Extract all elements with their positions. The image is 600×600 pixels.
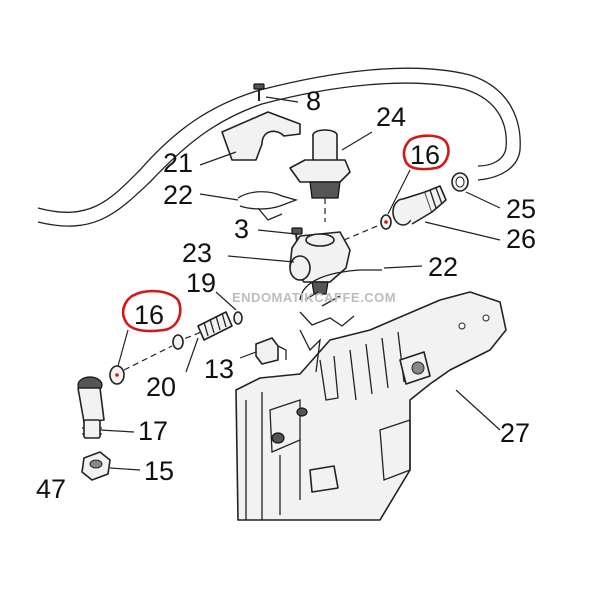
callout-16-left: 16 xyxy=(134,300,164,330)
part-16-oring-top xyxy=(343,169,411,241)
part-16-oring-left xyxy=(109,329,173,385)
callout-15: 15 xyxy=(144,456,174,486)
part-22-clip-top xyxy=(199,191,299,221)
highlight-ring-top xyxy=(402,134,450,171)
callout-16-top: 16 xyxy=(410,140,440,170)
part-15-nut xyxy=(81,451,141,481)
callout-25: 25 xyxy=(506,194,536,224)
callout-47: 47 xyxy=(36,474,66,504)
part-26-fitting xyxy=(392,185,501,241)
callout-19: 19 xyxy=(186,268,216,298)
callout-22-right: 22 xyxy=(428,252,458,282)
part-22-clip-right xyxy=(299,265,423,327)
part-24-valve xyxy=(289,129,373,222)
part-25-clamp xyxy=(451,172,501,209)
part-13-clip xyxy=(239,337,287,365)
callout-24: 24 xyxy=(376,102,406,132)
part-23-housing xyxy=(227,231,351,295)
callout-20: 20 xyxy=(146,372,176,402)
part-17-elbow xyxy=(77,376,135,439)
callout-17: 17 xyxy=(138,416,168,446)
callout-22-top: 22 xyxy=(163,180,193,210)
callout-3: 3 xyxy=(234,214,249,244)
callout-13: 13 xyxy=(204,354,234,384)
callout-27: 27 xyxy=(500,418,530,448)
watermark-text: ENDOMATIKCAFFE.COM xyxy=(232,290,396,305)
callout-23: 23 xyxy=(182,238,212,268)
callout-26: 26 xyxy=(506,224,536,254)
part-20-piston xyxy=(172,311,233,373)
callout-8: 8 xyxy=(306,86,321,116)
part-27-frame xyxy=(235,291,507,521)
hose-tube xyxy=(37,67,521,227)
part-21-bracket xyxy=(199,111,301,166)
callout-21: 21 xyxy=(163,148,193,178)
part-8-screw xyxy=(253,83,299,103)
highlight-ring-left xyxy=(121,289,182,333)
